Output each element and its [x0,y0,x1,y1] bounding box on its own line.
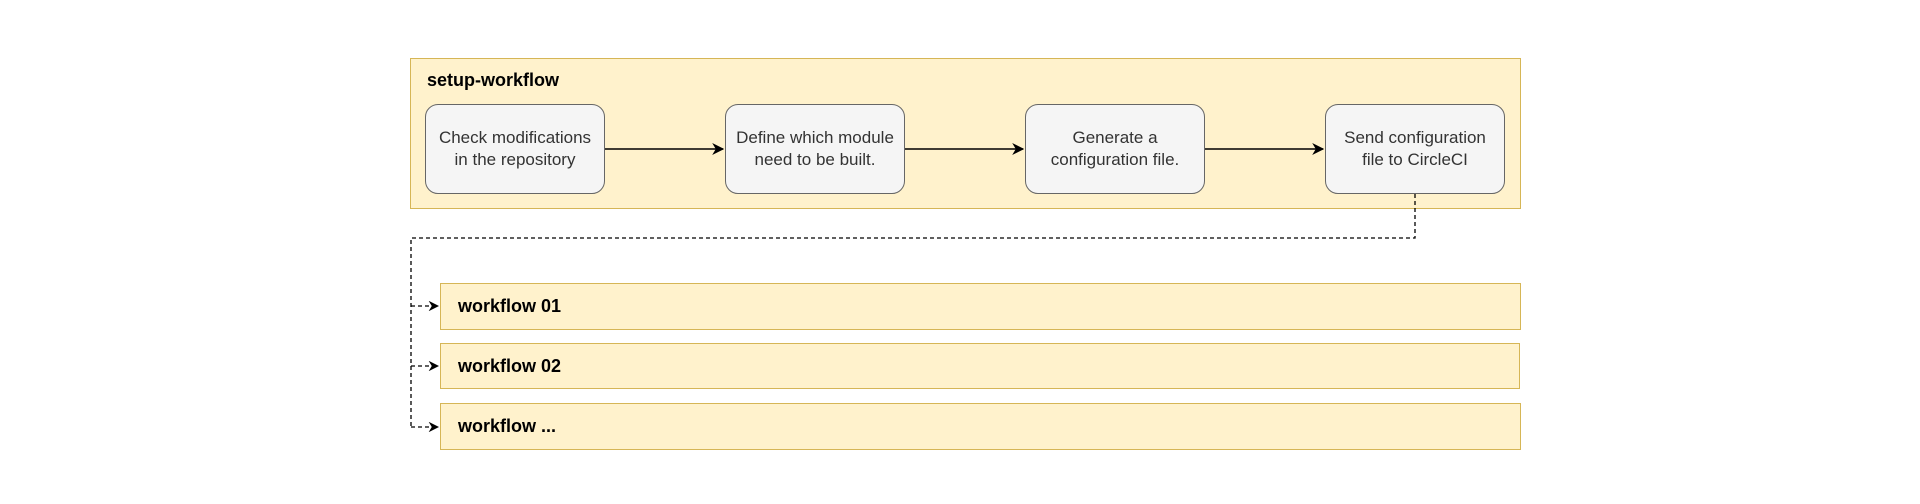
workflow-lane-01-label: workflow 01 [458,296,562,316]
workflow-lane-more-label: workflow ... [458,416,557,436]
step-check-modifications-line1: Check modifications [438,128,592,147]
step-define-module-line2: need to be built. [754,150,876,169]
workflow-lane-02: workflow 02 [440,343,1520,389]
step-generate-config: Generate a configuration file. [1025,104,1205,194]
setup-workflow-title: setup-workflow [427,70,560,90]
step-generate-config-line2: configuration file. [1050,150,1180,169]
step-define-module-line1: Define which module [736,128,894,147]
step-check-modifications-line2: in the repository [454,150,576,169]
step-send-config-line2: file to CircleCI [1362,150,1468,169]
step-check-modifications: Check modifications in the repository [425,104,605,194]
workflow-lane-02-label: workflow 02 [458,355,562,376]
step-send-config: Send configuration file to CircleCI [1325,104,1505,194]
step-send-config-line1: Send configuration [1344,128,1486,147]
workflow-lane-more: workflow ... [440,403,1521,450]
step-generate-config-line1: Generate a [1072,128,1158,147]
step-define-module: Define which module need to be built. [725,104,905,194]
workflow-lane-01: workflow 01 [440,283,1521,330]
